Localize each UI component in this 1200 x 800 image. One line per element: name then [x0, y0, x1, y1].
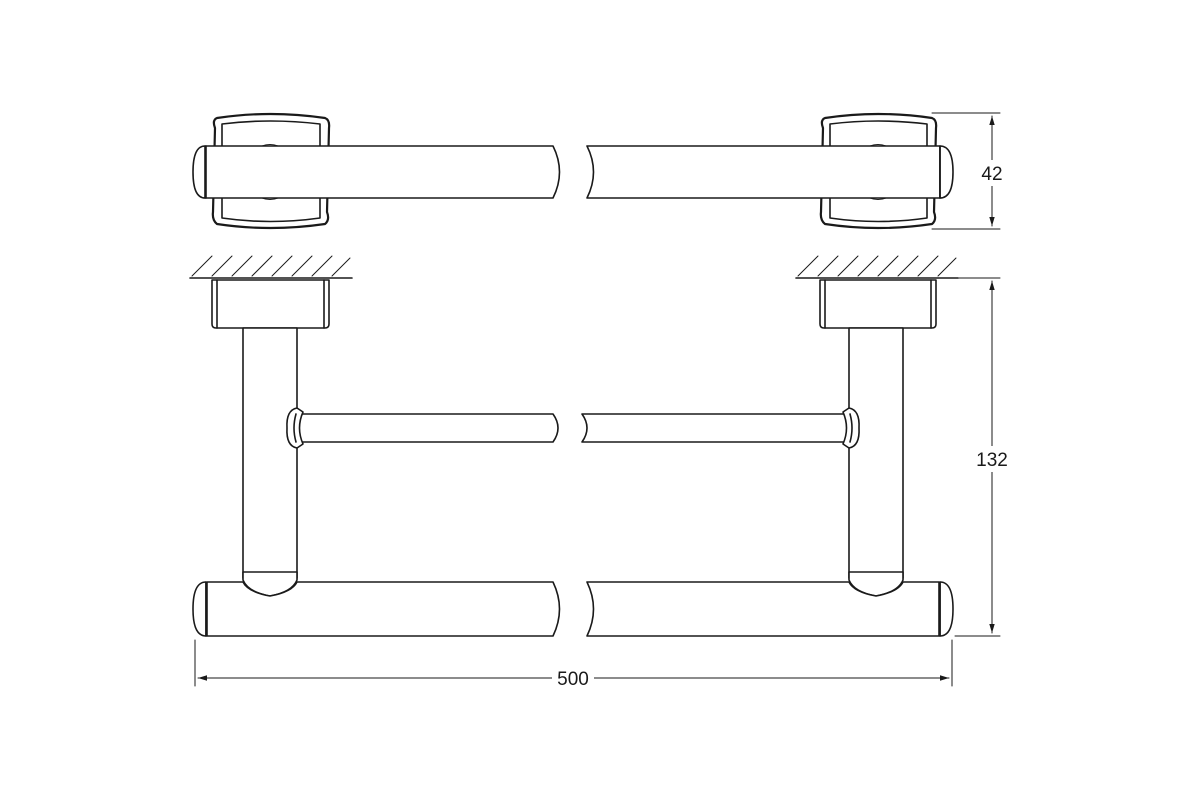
right-middle-bracket [842, 407, 860, 449]
right-wall-hatch [795, 255, 959, 279]
left-wall-hatch [189, 255, 353, 279]
top-bar-left-segment [204, 145, 561, 199]
depth-label-bg [975, 160, 1011, 186]
top-view [192, 112, 954, 230]
width-label-bg [552, 664, 594, 690]
right-wall-flange [819, 279, 937, 329]
bottom-bar-right-cap [939, 581, 954, 637]
left-middle-bracket [286, 407, 304, 449]
width-dimension-label: 500 [557, 669, 589, 690]
right-middle-bracket-inner [849, 413, 853, 443]
bottom-bar-left-cap [192, 581, 207, 637]
left-vertical-post [242, 327, 298, 579]
bottom-bar-left-segment [206, 581, 561, 637]
left-middle-bracket-inner [293, 413, 297, 443]
middle-bar-right-segment [581, 413, 850, 443]
depth-dimension-label: 42 [981, 164, 1002, 185]
middle-bar-left-segment [296, 413, 559, 443]
top-right-mount-notch [869, 144, 887, 200]
depth-dimension: 42 [931, 112, 1011, 230]
front-view [189, 255, 959, 637]
height-dimension: 132 [954, 277, 1016, 637]
right-vertical-post [848, 327, 904, 579]
top-left-mount-notch [261, 144, 279, 200]
top-left-mount-inner [221, 120, 321, 223]
height-label-bg [968, 446, 1016, 472]
bottom-bar-right-segment [586, 581, 940, 637]
top-bar-right-cap [939, 145, 954, 199]
top-bar-right-segment [586, 145, 941, 199]
top-bar-left-cap [192, 145, 206, 199]
width-dimension: 500 [194, 639, 953, 690]
height-dimension-label: 132 [976, 450, 1008, 471]
left-wall-flange [211, 279, 330, 329]
top-right-mount-inner [829, 120, 928, 223]
